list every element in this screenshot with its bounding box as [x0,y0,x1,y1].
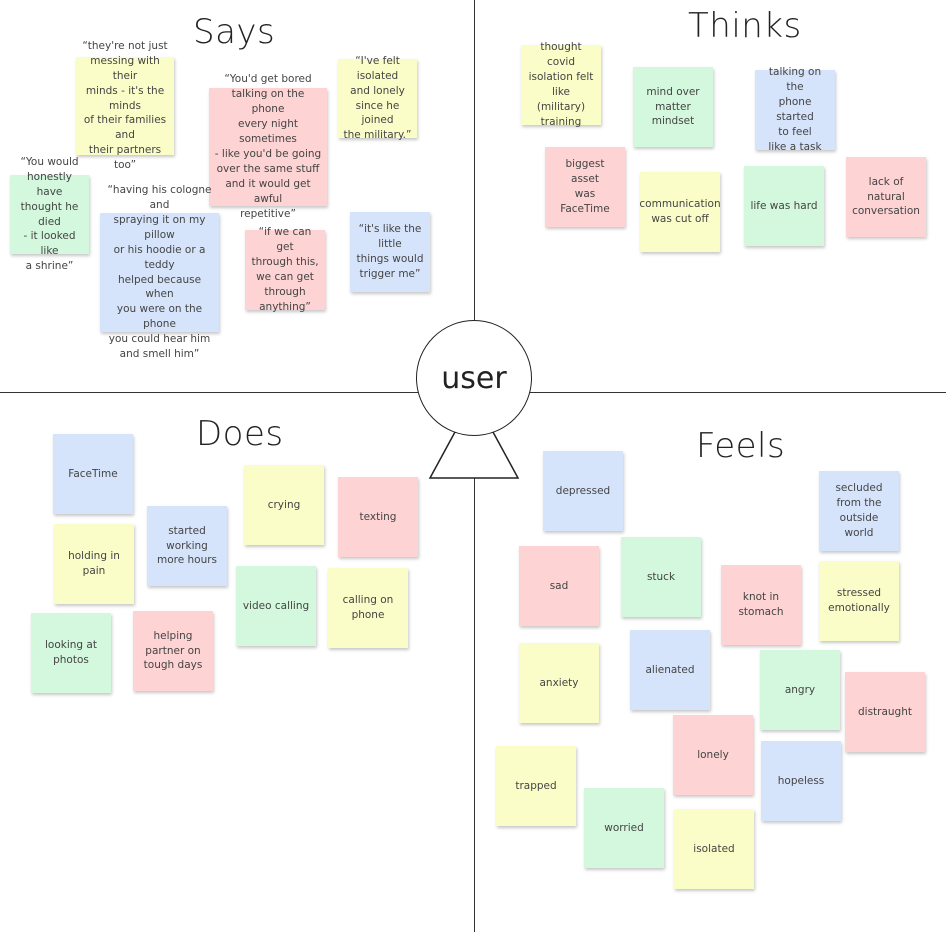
sticky-note[interactable]: “You'd get bored talking on the phone ev… [209,73,327,220]
sticky-note[interactable]: distraught [845,672,925,752]
says-heading: Says [193,12,276,52]
user-label: user [441,360,507,396]
sticky-note[interactable]: “I've felt isolated and lonely since he … [338,55,417,141]
sticky-note[interactable]: secluded from the outside world [819,471,899,551]
sticky-note[interactable]: crying [244,465,324,545]
sticky-note[interactable]: depressed [543,451,623,531]
sticky-note[interactable]: FaceTime [53,434,133,514]
sticky-note[interactable]: trapped [496,746,576,826]
sticky-note[interactable]: worried [584,788,664,868]
sticky-note[interactable]: video calling [236,566,316,646]
sticky-note[interactable]: “it's like the little things would trigg… [350,212,430,292]
sticky-note[interactable]: lack of natural conversation [846,157,926,237]
sticky-note[interactable]: “if we can get through this, we can get … [245,226,325,313]
sticky-note[interactable]: “You would honestly have thought he died… [10,156,89,272]
does-heading: Does [196,414,284,454]
sticky-note[interactable]: biggest asset was FaceTime [545,147,625,227]
sticky-note[interactable]: talking on the phone started to feel lik… [755,66,835,153]
sticky-note[interactable]: communication was cut off [639,172,721,252]
user-head-circle: user [416,320,532,436]
sticky-note[interactable]: life was hard [744,166,824,246]
sticky-note[interactable]: looking at photos [31,613,111,693]
sticky-note[interactable]: stuck [621,537,701,617]
sticky-note[interactable]: isolated [674,809,754,889]
thinks-heading: Thinks [688,6,802,46]
sticky-note[interactable]: “they're not just messing with their min… [76,40,174,171]
sticky-note[interactable]: hopeless [761,741,841,821]
sticky-note[interactable]: mind over matter mindset [633,67,713,147]
sticky-note[interactable]: lonely [673,715,753,795]
sticky-note[interactable]: holding in pain [54,524,134,604]
feels-heading: Feels [696,426,786,466]
sticky-note[interactable]: anxiety [519,643,599,723]
sticky-note[interactable]: calling on phone [328,568,408,648]
sticky-note[interactable]: knot in stomach [721,565,801,645]
sticky-note[interactable]: texting [338,477,418,557]
sticky-note[interactable]: stressed emotionally [819,561,899,641]
sticky-note[interactable]: helping partner on tough days [133,611,213,691]
sticky-note[interactable]: “having his cologne and spraying it on m… [100,184,219,360]
sticky-note[interactable]: angry [760,650,840,730]
sticky-note[interactable]: alienated [630,630,710,710]
sticky-note[interactable]: sad [519,546,599,626]
divider-vertical [474,0,475,932]
sticky-note[interactable]: started working more hours [147,506,227,586]
sticky-note[interactable]: thought covid isolation felt like (milit… [521,41,601,128]
